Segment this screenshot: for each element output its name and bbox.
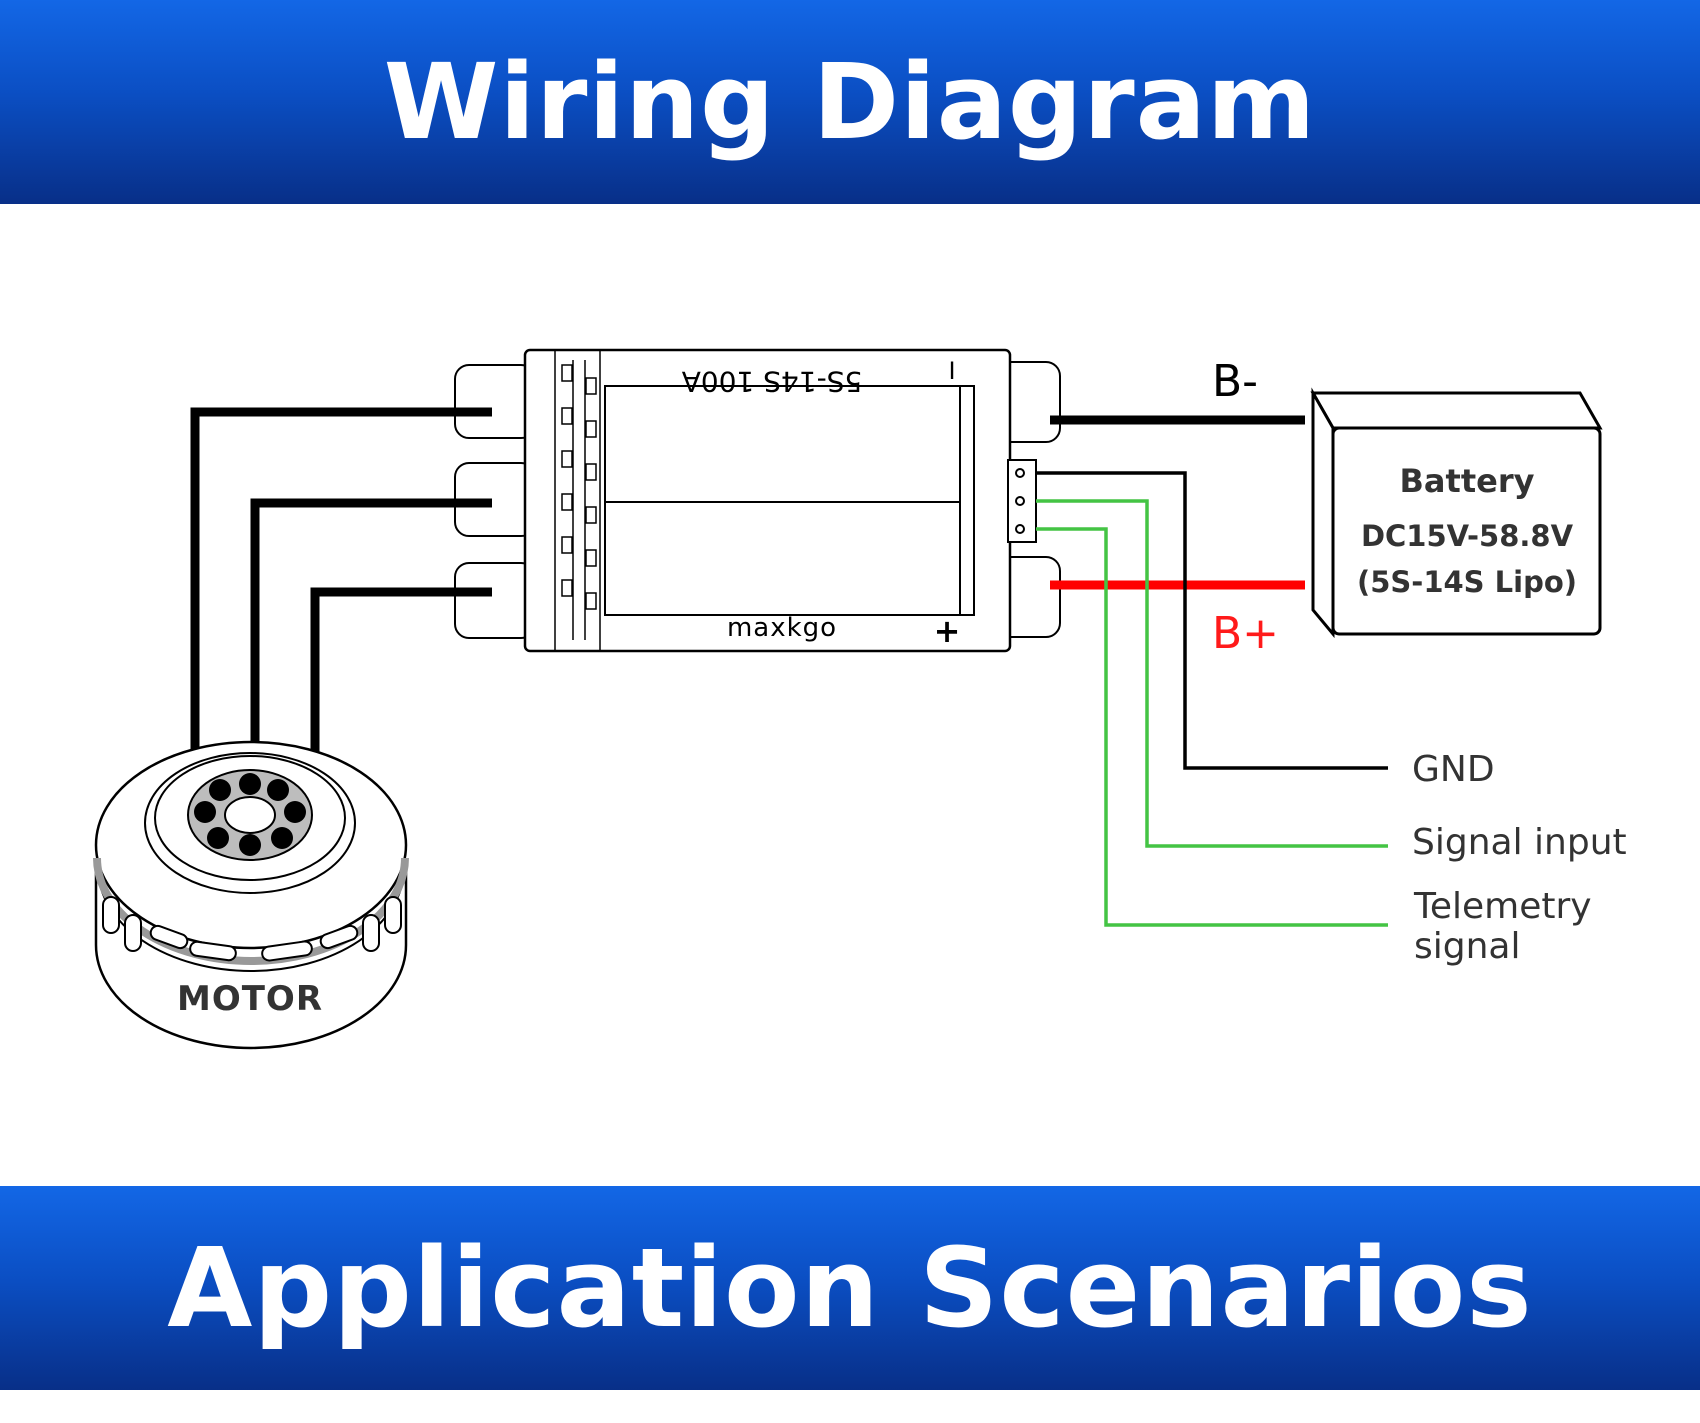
phase-wire-c	[310, 587, 492, 755]
battery-body	[1331, 426, 1602, 636]
battery-title: Battery	[1400, 462, 1535, 500]
motor-cooling-slots	[102, 896, 402, 962]
phase-wire-b	[250, 498, 492, 755]
esc-heatsink-fins	[561, 360, 597, 640]
signal-input-label: Signal input	[1412, 822, 1627, 863]
battery: Battery DC15V-58.8V (5S-14S Lipo)	[1310, 387, 1603, 639]
esc-panel-lower	[604, 501, 971, 616]
esc-phase-tab-c	[454, 562, 536, 639]
wire-gnd	[1036, 471, 1388, 770]
motor: MOTOR	[93, 740, 409, 1050]
wire-telemetry	[1036, 527, 1388, 927]
telemetry-label-line1: Telemetry	[1413, 886, 1592, 927]
esc-phase-tab-a	[454, 364, 536, 439]
motor-label: MOTOR	[177, 979, 323, 1019]
wire-signal-input	[1036, 499, 1388, 848]
esc-panel-upper	[604, 385, 971, 503]
power-leads: B- B+	[1050, 356, 1305, 659]
telemetry-label-line2: signal	[1414, 926, 1521, 967]
battery-voltage: DC15V-58.8V	[1361, 519, 1574, 553]
esc-brand-logo: maxkgo	[727, 613, 837, 643]
battery-cells: (5S-14S Lipo)	[1357, 565, 1577, 599]
motor-phase-wires	[190, 407, 492, 755]
gnd-label: GND	[1412, 749, 1495, 790]
footer-banner: Application Scenarios	[0, 1186, 1700, 1390]
esc-model-label: 5S-14S 100A	[682, 365, 863, 398]
signal-leads	[1036, 471, 1388, 927]
motor-bolts	[194, 773, 306, 856]
esc-plus-symbol: +	[934, 612, 961, 650]
esc-unit: 5S-14S 100A I maxkgo +	[454, 348, 1061, 653]
negative-label: B-	[1212, 356, 1258, 407]
positive-label: B+	[1212, 608, 1279, 659]
esc-minus-symbol: I	[948, 357, 955, 385]
phase-wire-a	[190, 407, 492, 755]
footer-title: Application Scenarios	[167, 1224, 1533, 1352]
header-title: Wiring Diagram	[383, 41, 1317, 163]
header-banner: Wiring Diagram	[0, 0, 1700, 204]
